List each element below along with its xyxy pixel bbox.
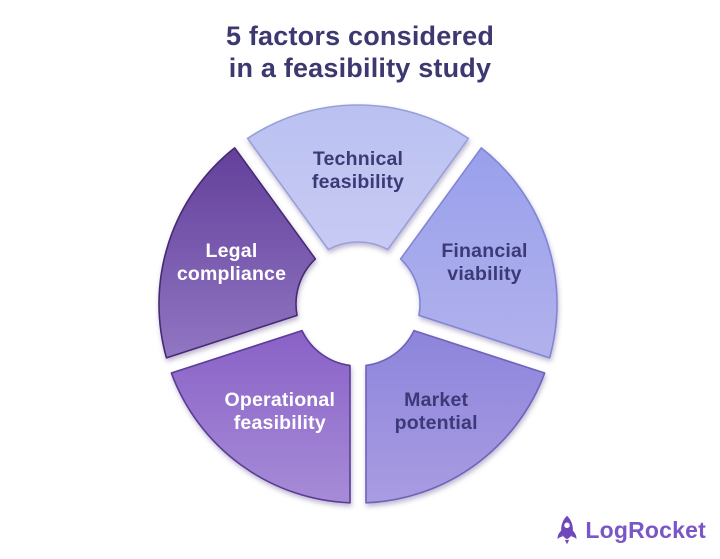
segment-operational-feasibility: [170, 329, 351, 504]
logrocket-wordmark: LogRocket: [585, 516, 706, 543]
page-title-line1: 5 factors considered: [225, 21, 495, 51]
logrocket-logo: LogRocket: [554, 514, 706, 546]
page-title: 5 factors considered in a feasibility st…: [0, 20, 720, 85]
segment-financial-viability: [399, 147, 558, 359]
page-title-line2: in a feasibility study: [228, 53, 492, 84]
segment-legal-compliance: [158, 147, 317, 359]
segment-market-potential: [365, 329, 546, 504]
rocket-icon: [557, 515, 577, 545]
segment-technical-feasibility: [246, 104, 470, 251]
